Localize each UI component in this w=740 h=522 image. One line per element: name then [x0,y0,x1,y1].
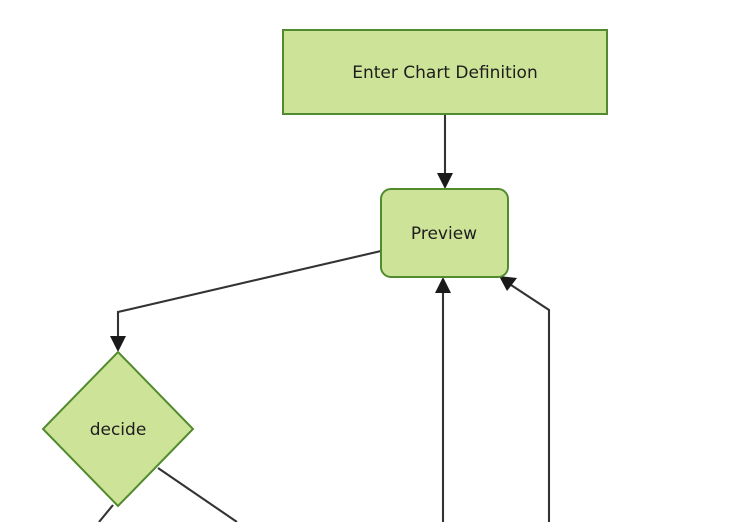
edge-decide-branch-right [157,467,238,522]
edge-enter-to-preview [437,114,453,189]
edge-line-decide-branch-left [98,504,114,522]
node-label-preview: Preview [411,224,477,244]
edge-line-decide-branch-right [157,467,238,522]
arrowhead-icon-center-to-preview [435,277,451,293]
node-shape-rectangle[interactable] [282,29,608,115]
node-label-enter-chart-definition: Enter Chart Definition [352,63,537,83]
arrowhead-icon-preview-to-decide [110,336,126,352]
node-enter-chart-definition[interactable]: Enter Chart Definition [282,29,608,115]
edge-right-to-preview [499,276,551,522]
arrowhead-icon-right-to-preview [499,276,517,291]
edge-line-right-to-preview [507,282,551,522]
node-shape-diamond[interactable] [41,350,195,508]
node-preview[interactable]: Preview [380,188,509,278]
node-shape-rounded-rectangle[interactable] [380,188,509,278]
node-label-decide: decide [90,420,147,440]
edge-preview-to-decide [110,249,382,352]
edge-line-preview-to-decide [116,249,382,344]
edge-decide-branch-left [98,504,114,522]
arrowhead-icon-enter-to-preview [437,173,453,189]
node-decide[interactable]: decide [41,350,195,508]
edge-center-to-preview [435,277,451,522]
